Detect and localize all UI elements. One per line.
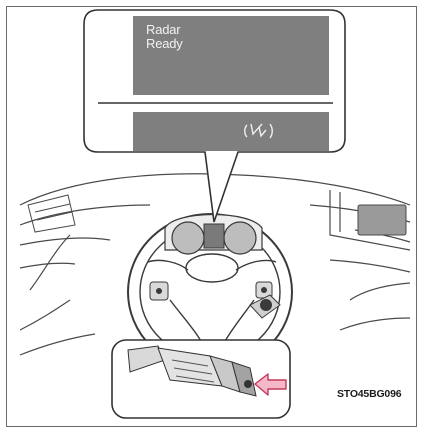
multi-info-display <box>98 16 333 151</box>
display-text-line2: Ready <box>146 36 183 51</box>
figure-code: STO45BG096 <box>337 388 401 400</box>
display-text-line1: Radar <box>146 22 180 37</box>
center-screen <box>358 205 406 235</box>
left-vent <box>28 195 75 232</box>
